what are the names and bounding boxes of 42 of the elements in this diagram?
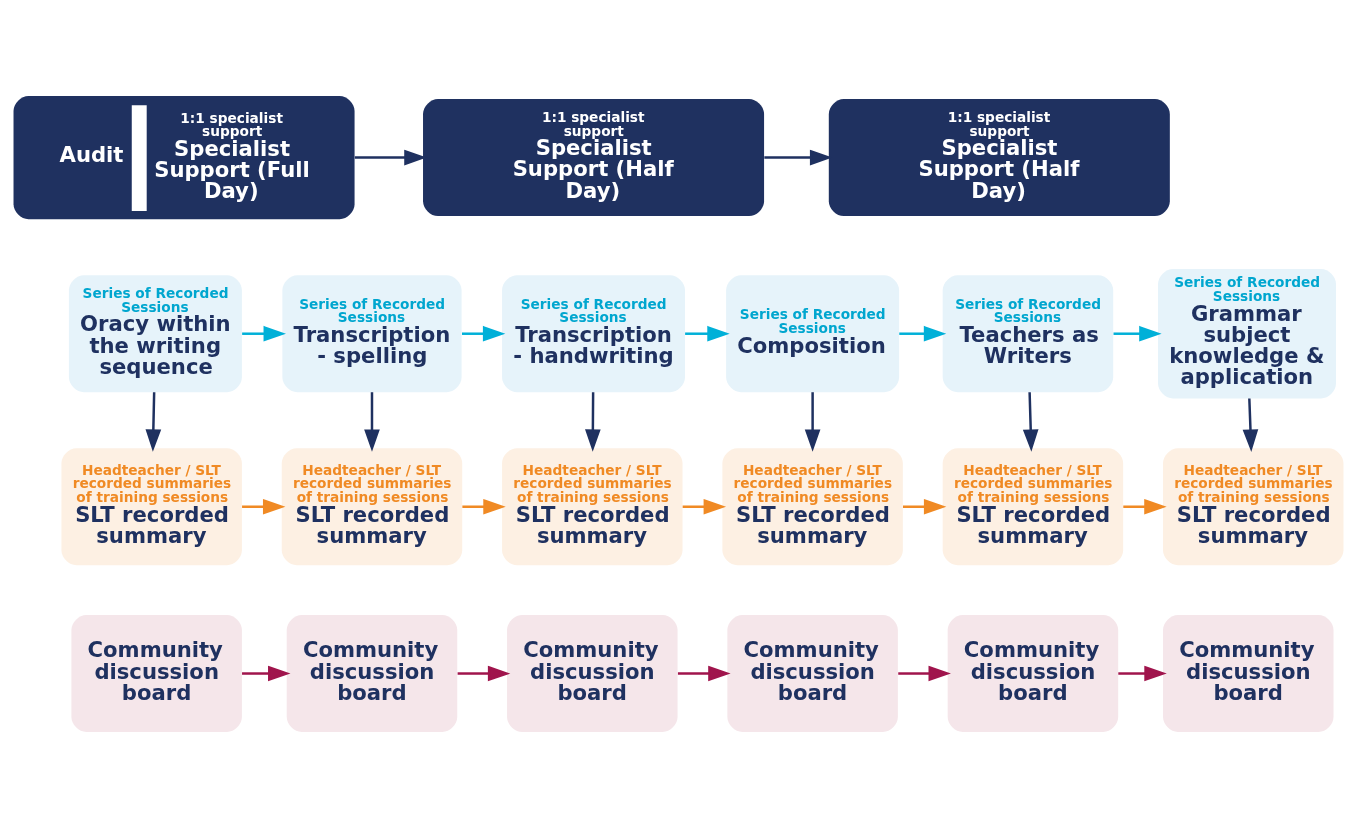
arrow (462, 498, 506, 515)
node-box: Series of Recorded Sessions Oracy within the writing sequence (68, 275, 242, 393)
arrow (1022, 392, 1039, 452)
node-box: Headteacher / SLT recorded summaries of training sessions SLT recorded summary (1163, 448, 1344, 566)
arrow (899, 325, 947, 342)
node-box: Headteacher / SLT recorded summaries of training sessions SLT recorded summary (942, 448, 1124, 566)
node-box: Series of Recorded Sessions Composition (726, 275, 900, 393)
arrow (242, 498, 286, 515)
arrow (682, 498, 727, 515)
arrow (1123, 498, 1167, 515)
arrow (462, 325, 506, 342)
node-box: Series of Recorded Sessions Teachers as Writers (942, 275, 1114, 393)
arrow (903, 498, 947, 515)
node-box: Community discussion board (286, 615, 458, 732)
node-box: Series of Recorded Sessions Transcription - spelling (282, 275, 462, 393)
node-box: Community discussion board (727, 615, 898, 732)
arrow (677, 665, 731, 682)
node-box: Headteacher / SLT recorded summaries of training sessions SLT recorded summary (502, 448, 683, 566)
node-box: Headteacher / SLT recorded summaries of training sessions SLT recorded summary (61, 448, 242, 566)
node-box: 1:1 specialist support Specialist Support (Half Day) (828, 99, 1170, 217)
arrow (242, 665, 291, 682)
arrow (685, 325, 730, 342)
arrow (1242, 398, 1259, 452)
arrow (457, 665, 511, 682)
arrow (1118, 665, 1167, 682)
arrow (1113, 325, 1162, 342)
node-box: Community discussion board (947, 615, 1119, 732)
arrow (145, 392, 162, 452)
node-box: Headteacher / SLT recorded summaries of training sessions SLT recorded summary (281, 448, 463, 566)
arrow (898, 665, 951, 682)
arrow (242, 325, 286, 342)
node-box: Series of Recorded Sessions Transcription - handwriting (502, 275, 686, 393)
node-box: Headteacher / SLT recorded summaries of training sessions SLT recorded summary (722, 448, 903, 566)
node-box: Community discussion board (507, 615, 678, 732)
node-box: Community discussion board (1163, 615, 1334, 732)
node-box: 1:1 specialist support Specialist Support (Half Day) (423, 99, 765, 217)
arrow (364, 392, 380, 452)
node-box: Audit 1:1 specialist support Specialist Support (Full Day) (13, 96, 355, 220)
arrow (804, 392, 821, 452)
arrow (585, 392, 601, 452)
node-box: Community discussion board (71, 615, 242, 732)
node-box: Series of Recorded Sessions Grammar subject knowledge & application (1158, 269, 1336, 399)
